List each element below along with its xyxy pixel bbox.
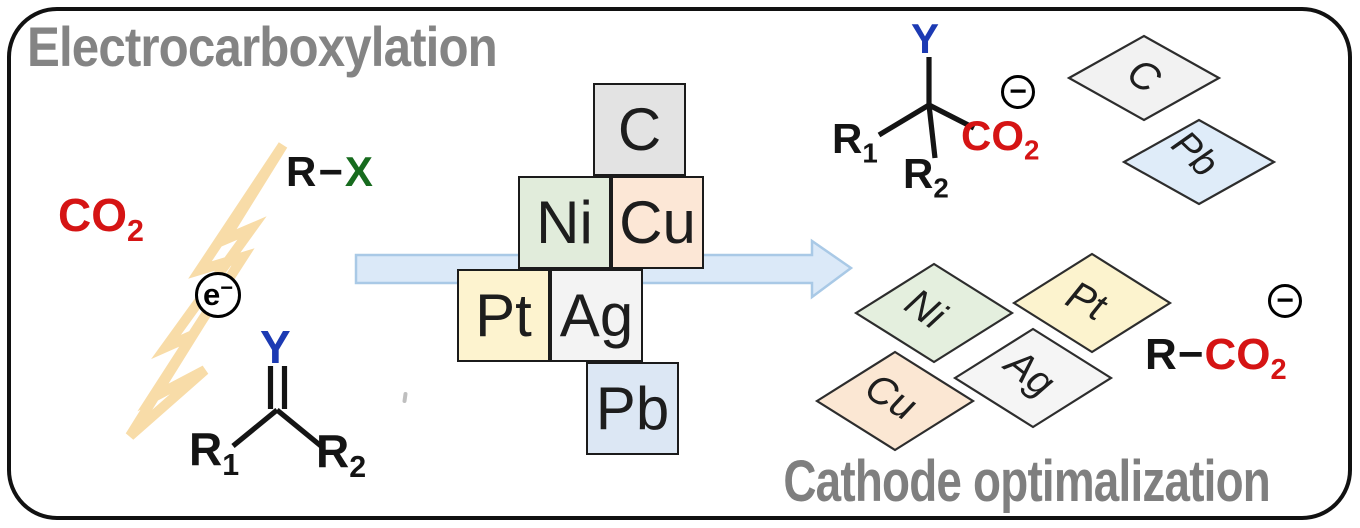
product-r1-sub: 1: [862, 137, 878, 169]
element-square-ni: Ni: [518, 176, 611, 269]
product-r1-base: R: [832, 115, 863, 162]
panel-border: [7, 7, 1352, 520]
product-co2-label: CO2: [961, 112, 1039, 166]
bond-r2-product: [926, 104, 938, 159]
alkyl-co2-base: CO: [1204, 330, 1271, 379]
substrate-r2-base: R: [316, 425, 350, 477]
card-ni: [853, 262, 1015, 364]
element-square-c: C: [593, 83, 686, 176]
element-square-ag: Ag: [550, 269, 643, 362]
alkyl-r: R: [1145, 330, 1177, 379]
element-symbol-pb: Pb: [595, 375, 670, 442]
product-r2-base: R: [903, 150, 934, 197]
page-title: Electrocarboxylation: [27, 15, 498, 78]
element-square-pb: Pb: [586, 362, 679, 455]
element-symbol-cu: Cu: [619, 189, 696, 256]
electron-icon: e−: [195, 272, 241, 318]
element-symbol-ag: Ag: [559, 282, 634, 349]
substrate-r2-label: R2: [316, 424, 366, 485]
card-c: [1066, 34, 1222, 122]
product-co2-sub: 2: [1024, 134, 1040, 166]
product-r1-label: R1: [832, 115, 878, 169]
footer-title: Cathode optimalization: [783, 449, 1270, 514]
co2-reactant-label: CO2: [58, 188, 144, 249]
element-square-cu: Cu: [611, 176, 704, 269]
element-square-pt: Pt: [457, 269, 550, 362]
co2-subscript: 2: [127, 215, 144, 249]
bond-r1-left: [231, 407, 279, 449]
product-co2-base: CO: [961, 112, 1024, 159]
card-pb: [1121, 118, 1277, 206]
alkyl-bond-dash: −: [1177, 330, 1204, 379]
electron-charge: −: [220, 275, 234, 300]
card-cu: [814, 350, 976, 452]
halide-x: X: [344, 148, 373, 195]
alkyl-halide-label: R−X: [286, 148, 373, 196]
substrate-y-label: Y: [260, 321, 291, 373]
lightning-bolt-icon: [125, 142, 288, 440]
card-pt: [1011, 252, 1173, 354]
bond-r2-left: [275, 407, 323, 449]
electron-symbol: e: [202, 277, 221, 312]
negative-charge-icon-top: −: [1001, 75, 1035, 109]
card-ag: [952, 327, 1114, 429]
halide-bond-dash: −: [318, 148, 343, 195]
negative-charge-icon-bottom: −: [1268, 284, 1302, 318]
co2-formula: CO: [58, 189, 127, 241]
substrate-r1-base: R: [189, 423, 223, 475]
halide-r: R: [286, 148, 317, 195]
product-y-label: Y: [911, 15, 940, 62]
bond-r1-product: [877, 102, 931, 138]
product-r2-sub: 2: [933, 172, 949, 204]
element-symbol-ni: Ni: [536, 189, 593, 256]
substrate-r1-sub: 1: [222, 449, 240, 483]
substrate-r2-sub: 2: [349, 451, 367, 485]
product-r2-label: R2: [903, 150, 949, 204]
alkyl-co2-sub: 2: [1270, 353, 1287, 386]
substrate-r1-label: R1: [189, 422, 239, 483]
element-symbol-pt: Pt: [475, 282, 532, 349]
bond-co2-product: [927, 102, 976, 131]
alkyl-co2: CO2: [1204, 330, 1286, 386]
alkyl-carboxylate-label: R−CO2: [1145, 330, 1287, 387]
element-symbol-c: C: [617, 96, 662, 163]
